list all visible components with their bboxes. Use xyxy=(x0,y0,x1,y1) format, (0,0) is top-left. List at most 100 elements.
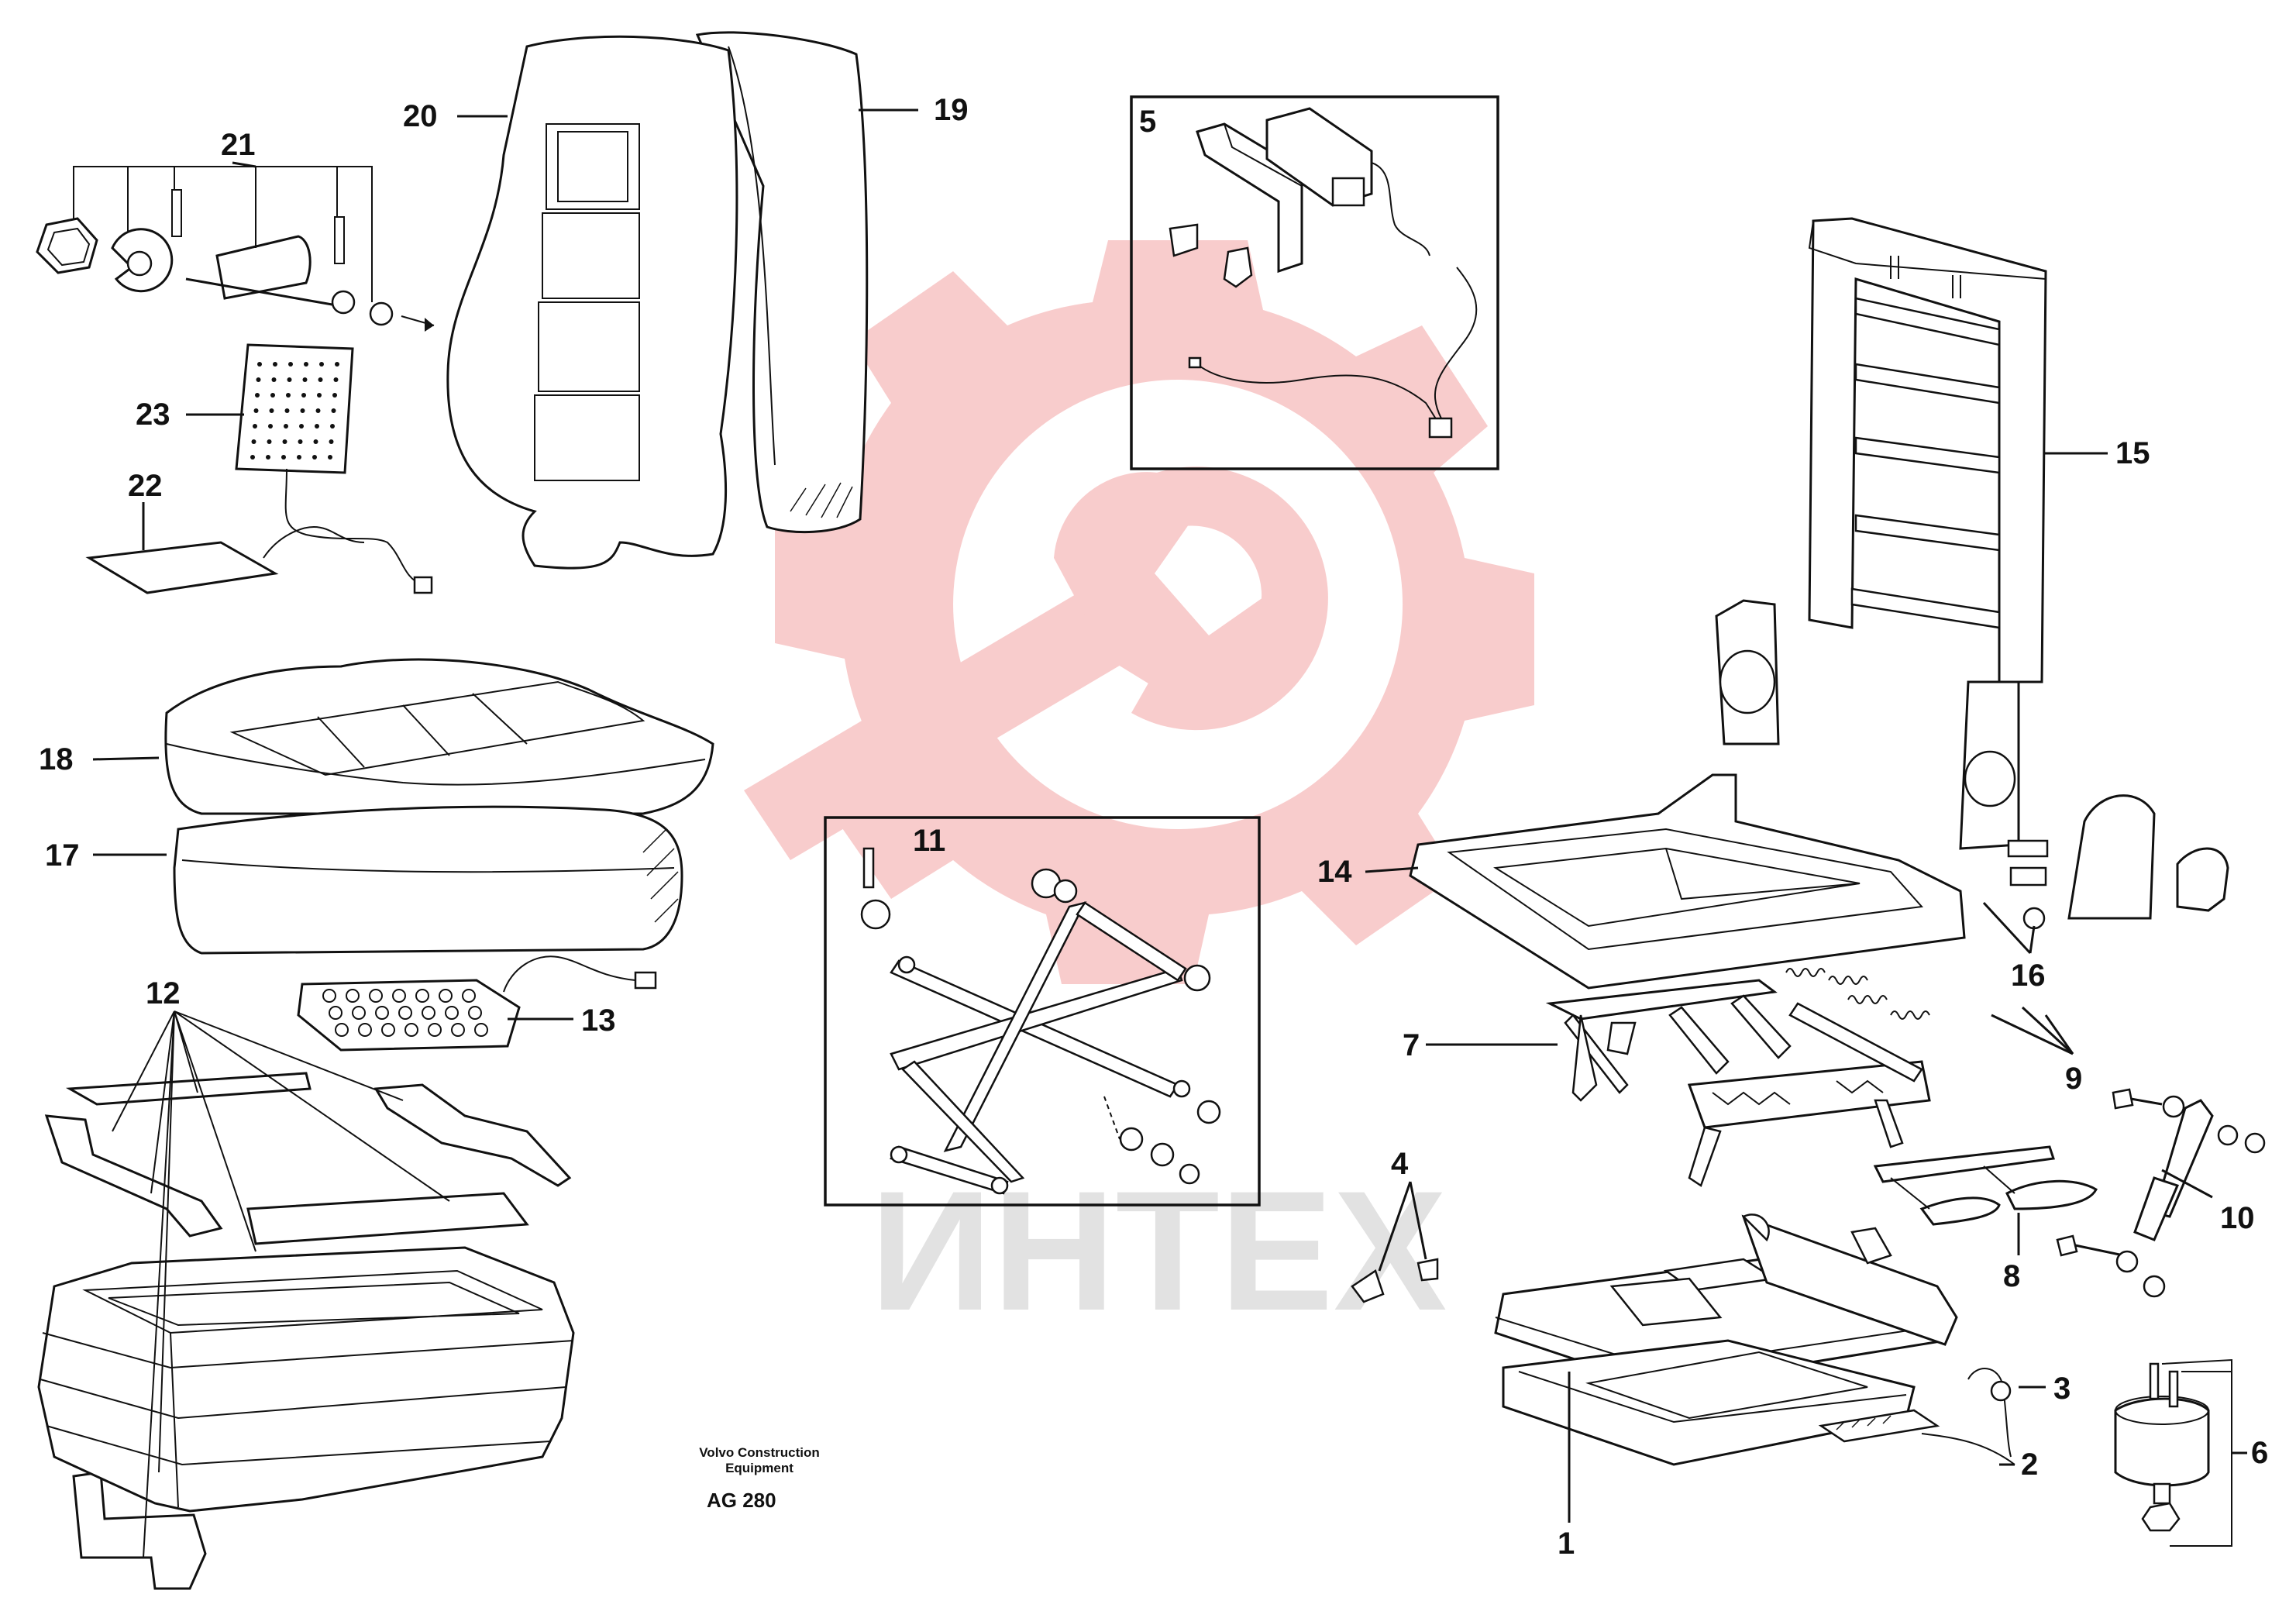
pad-dot xyxy=(253,424,257,429)
pad-dot xyxy=(329,439,334,444)
pad-hole xyxy=(329,1006,343,1020)
pad-dot xyxy=(255,393,260,398)
pad-dot xyxy=(271,377,277,382)
pad-hole xyxy=(439,989,453,1003)
callout-19: 19 xyxy=(934,93,969,127)
pad-dot xyxy=(266,455,270,460)
pad-hole xyxy=(462,989,476,1003)
part-21-knob-assembly xyxy=(36,166,435,332)
callout-23: 23 xyxy=(136,398,170,432)
pad-dot xyxy=(298,439,303,444)
pad-hole xyxy=(422,1006,435,1020)
pad-hole xyxy=(369,989,383,1003)
company-line-2: Equipment xyxy=(725,1461,793,1475)
callout-21: 21 xyxy=(221,128,256,162)
pad-dot xyxy=(335,362,339,367)
footer-info: Volvo Construction Equipment AG 280 xyxy=(699,1445,820,1512)
pad-hole xyxy=(352,1006,366,1020)
pad-dot xyxy=(315,408,321,413)
pad-dot xyxy=(304,362,308,367)
watermark-gear-logo xyxy=(744,240,1534,984)
pad-dot xyxy=(270,393,275,398)
pad-hole xyxy=(335,1023,349,1037)
pad-hole xyxy=(474,1023,488,1037)
part-14-seat-frame xyxy=(1409,773,1966,990)
part-4-clips xyxy=(1351,1258,1439,1303)
callout-6: 6 xyxy=(2251,1436,2268,1470)
part-19-backrest-rear-cover xyxy=(695,31,869,534)
pad-hole xyxy=(381,1023,395,1037)
pad-dot xyxy=(256,377,261,382)
pad-dot xyxy=(319,362,324,367)
part-13-heating-element xyxy=(297,955,657,1052)
part-20-backrest-cushion xyxy=(446,35,738,570)
drawing-code: AG 280 xyxy=(707,1489,776,1512)
pad-hole xyxy=(428,1023,442,1037)
pad-dot xyxy=(331,408,336,413)
part-23-heating-pad xyxy=(235,343,433,594)
part-9-springs xyxy=(1785,968,1930,1020)
callout-7: 7 xyxy=(1403,1028,1420,1062)
callout-13: 13 xyxy=(581,1004,616,1038)
pad-hole xyxy=(322,989,336,1003)
pad-dot xyxy=(250,455,255,460)
pad-hole xyxy=(468,1006,482,1020)
pad-dot xyxy=(317,393,322,398)
callout-15: 15 xyxy=(2115,436,2150,470)
callout-12: 12 xyxy=(146,976,181,1010)
callout-17: 17 xyxy=(45,838,80,873)
pad-dot xyxy=(315,424,319,429)
callout-22: 22 xyxy=(128,469,163,503)
watermark-wrench xyxy=(744,589,1131,860)
pad-dot xyxy=(333,377,339,382)
part-3-release-cable xyxy=(1967,1368,2012,1458)
callout-18: 18 xyxy=(39,742,74,776)
part-22-heating-pad xyxy=(85,525,365,594)
pad-hole xyxy=(346,989,360,1003)
pad-hole xyxy=(392,989,406,1003)
pad-dot xyxy=(268,424,273,429)
callout-4: 4 xyxy=(1391,1147,1409,1181)
callout-3: 3 xyxy=(2053,1372,2071,1406)
pad-hole xyxy=(404,1023,418,1037)
callout-1: 1 xyxy=(1558,1527,1575,1561)
part-17-seat-base-cushion xyxy=(173,805,683,955)
pad-hole xyxy=(375,1006,389,1020)
callout-11: 11 xyxy=(913,824,945,858)
pad-dot xyxy=(284,424,288,429)
pad-dot xyxy=(267,439,272,444)
pad-dot xyxy=(297,455,301,460)
callout-8: 8 xyxy=(2003,1259,2020,1293)
part-1-suspension-base xyxy=(1494,1214,1958,1466)
pad-dot xyxy=(288,362,293,367)
callout-2: 2 xyxy=(2021,1448,2038,1482)
part-8-adjustment-levers xyxy=(1873,1145,2098,1226)
part-16-side-covers xyxy=(2007,794,2229,930)
part-2-cable xyxy=(1921,1433,2015,1465)
callout-14: 14 xyxy=(1317,855,1352,889)
watermark-gear-ring xyxy=(775,240,1534,984)
pad-dot xyxy=(332,393,337,398)
pad-dot xyxy=(313,439,318,444)
pad-hole xyxy=(398,1006,412,1020)
pad-dot xyxy=(328,455,332,460)
callout-10: 10 xyxy=(2220,1201,2255,1235)
part-15-backrest-frame xyxy=(1715,217,2047,850)
pad-dot xyxy=(299,424,304,429)
pad-dot xyxy=(287,377,292,382)
callout-9: 9 xyxy=(2065,1062,2082,1096)
watermark-text: ИНТЕХ xyxy=(870,1155,1447,1346)
pad-dot xyxy=(281,455,286,460)
part-6-air-spring xyxy=(2114,1358,2232,1547)
pad-dot xyxy=(286,393,291,398)
pad-hole xyxy=(451,1023,465,1037)
part-11-scissor-mechanism xyxy=(824,816,1261,1207)
callout-labels: 20 19 21 23 22 5 15 18 17 11 14 16 12 13… xyxy=(39,93,2268,1561)
pad-hole xyxy=(415,989,429,1003)
company-line-1: Volvo Construction xyxy=(699,1445,820,1460)
callout-5: 5 xyxy=(1139,105,1156,139)
part-10-shock-absorber xyxy=(2056,1088,2266,1298)
leader-lines xyxy=(92,108,2247,1558)
part-12-bellows-and-rails xyxy=(37,1072,575,1590)
